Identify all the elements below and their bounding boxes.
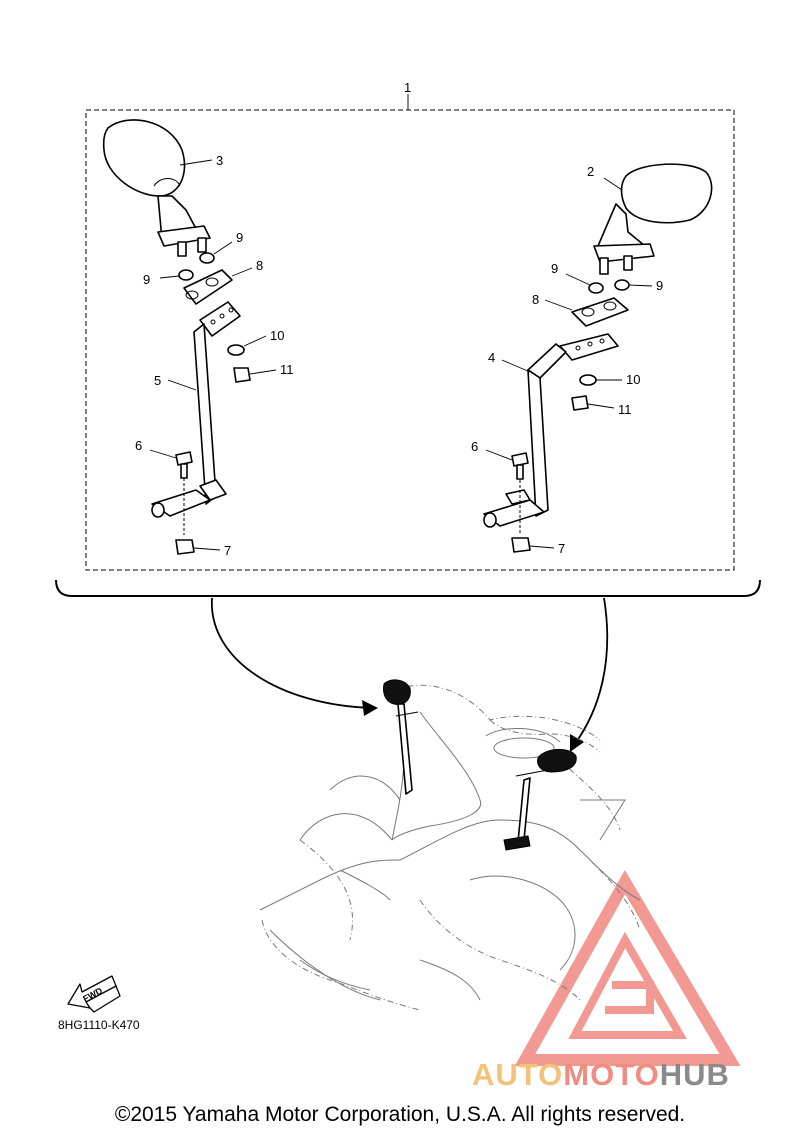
watermark-part-2: MOTO	[563, 1057, 660, 1092]
callout-7-left: 7	[224, 543, 231, 558]
automotohub-logo-mark	[514, 869, 741, 1066]
diagram-code: 8HG1110-K470	[58, 1018, 140, 1032]
washer-10-right	[579, 374, 597, 386]
washer-10-left	[227, 344, 245, 356]
plate-8-left	[183, 269, 233, 305]
nut-9-left-b	[178, 269, 194, 281]
callout-8-left: 8	[256, 258, 263, 273]
callout-1: 1	[404, 80, 411, 95]
callout-6-right: 6	[471, 439, 478, 454]
kit-brace	[55, 579, 761, 597]
callout-4: 4	[488, 350, 495, 365]
mirror-left	[102, 119, 211, 257]
callout-11-left: 11	[280, 362, 294, 377]
nut-9-right-b	[614, 279, 630, 291]
snowmobile-body	[259, 684, 641, 1011]
watermark-part-1: AUTO	[472, 1057, 564, 1092]
callout-2: 2	[587, 164, 594, 179]
plate-8-right	[571, 297, 629, 327]
nut-9-left-a	[199, 252, 215, 264]
callout-6-left: 6	[135, 438, 142, 453]
callout-3-leader	[179, 159, 213, 166]
nut-9-right-a	[588, 282, 604, 294]
nut-11-right	[571, 395, 589, 411]
callout-11-right: 11	[618, 402, 632, 417]
mirror-right	[593, 163, 713, 275]
callout-7-right: 7	[558, 541, 565, 556]
callout-10-right: 10	[626, 372, 640, 387]
stay-4-right	[483, 333, 619, 528]
callout-5: 5	[154, 373, 161, 388]
callout-9-right-b: 9	[656, 278, 663, 293]
fwd-arrow-icon: FWD	[67, 975, 121, 1013]
mounted-mirror-left	[383, 679, 419, 795]
watermark-part-3: HUB	[659, 1057, 730, 1092]
watermark-text: AUTOMOTOHUB	[472, 1057, 730, 1093]
mounted-mirror-right	[503, 749, 577, 851]
nut-11-left	[233, 367, 251, 383]
callout-9-left-b: 9	[143, 272, 150, 287]
callout-3: 3	[216, 153, 223, 168]
bolt-6-right	[511, 452, 529, 480]
copyright-notice: ©2015 Yamaha Motor Corporation, U.S.A. A…	[114, 1103, 686, 1126]
nut-7-right	[511, 537, 531, 553]
callout-10-left: 10	[270, 328, 284, 343]
callout-8-right: 8	[532, 292, 539, 307]
callout-9-left-a: 9	[236, 230, 243, 245]
bolt-6-left	[175, 451, 193, 479]
arrow-to-left-mirror	[211, 597, 373, 709]
nut-7-left	[175, 539, 195, 555]
callout-9-right-a: 9	[551, 261, 558, 276]
arrow-to-right-mirror	[573, 597, 609, 746]
kit-boundary	[85, 109, 735, 571]
stay-5-left	[151, 301, 241, 518]
